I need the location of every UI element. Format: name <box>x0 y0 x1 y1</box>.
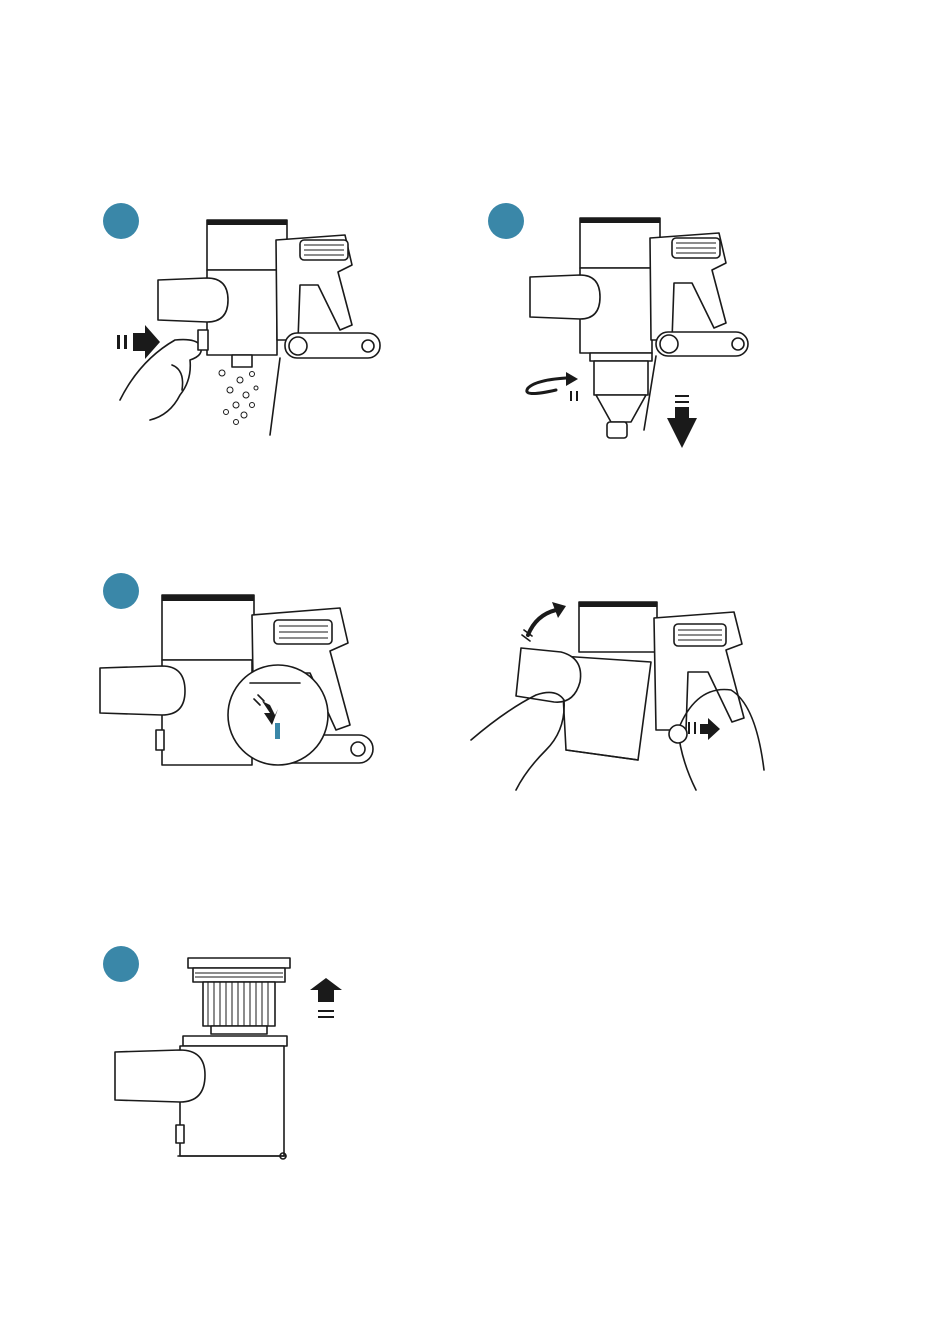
step-3-panel <box>0 565 470 780</box>
step-4-illustration <box>466 580 933 795</box>
step-1-panel <box>0 190 470 450</box>
push-arrow-icon <box>688 718 720 740</box>
step-4-panel <box>466 580 933 795</box>
step-2-illustration <box>466 190 933 460</box>
twist-arrow-icon <box>527 372 578 401</box>
step-2-panel <box>466 190 933 460</box>
push-arrow-icon <box>117 325 160 359</box>
down-arrow-icon <box>667 395 697 448</box>
step-5-panel <box>0 940 470 1170</box>
step-1-illustration <box>0 190 470 450</box>
curved-arrow-icon <box>522 602 566 641</box>
step-3-illustration <box>0 565 470 780</box>
up-arrow-icon <box>310 978 342 1018</box>
step-5-illustration <box>0 940 470 1170</box>
